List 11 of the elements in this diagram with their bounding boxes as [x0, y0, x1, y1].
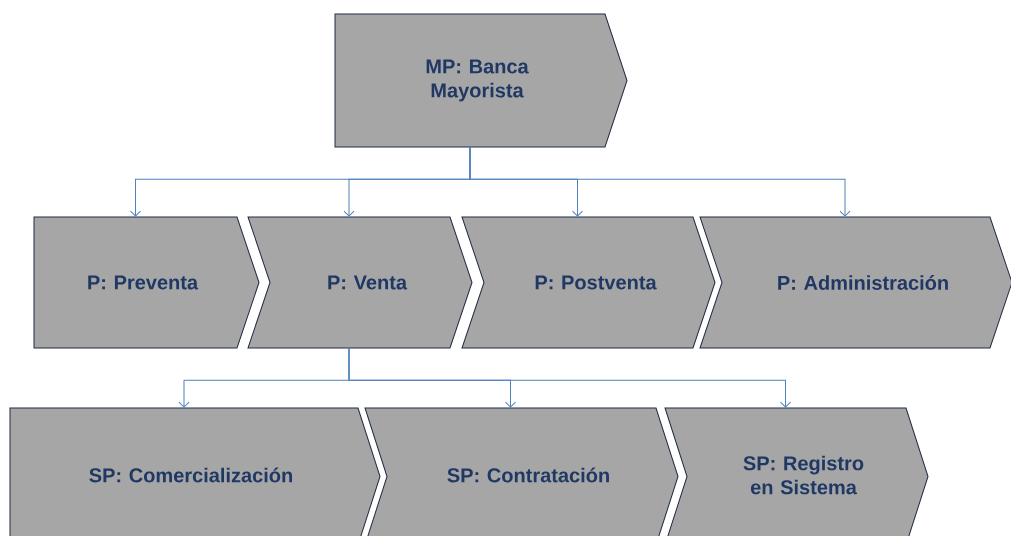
- arrow: [469, 146, 851, 217]
- process-step: P: Administración: [699, 216, 1011, 349]
- process-step: MP: Banca Mayorista: [334, 13, 628, 148]
- process-step: P: Postventa: [461, 216, 716, 349]
- process-step: P: Preventa: [33, 216, 260, 349]
- process-step: P: Venta: [247, 216, 473, 349]
- process-step: SP: Contratación: [364, 407, 679, 536]
- process-step: SP: Comercialización: [9, 407, 381, 536]
- arrow: [348, 347, 791, 408]
- process-step: SP: Registro en Sistema: [664, 407, 929, 536]
- node-label: P: Administración: [778, 275, 948, 290]
